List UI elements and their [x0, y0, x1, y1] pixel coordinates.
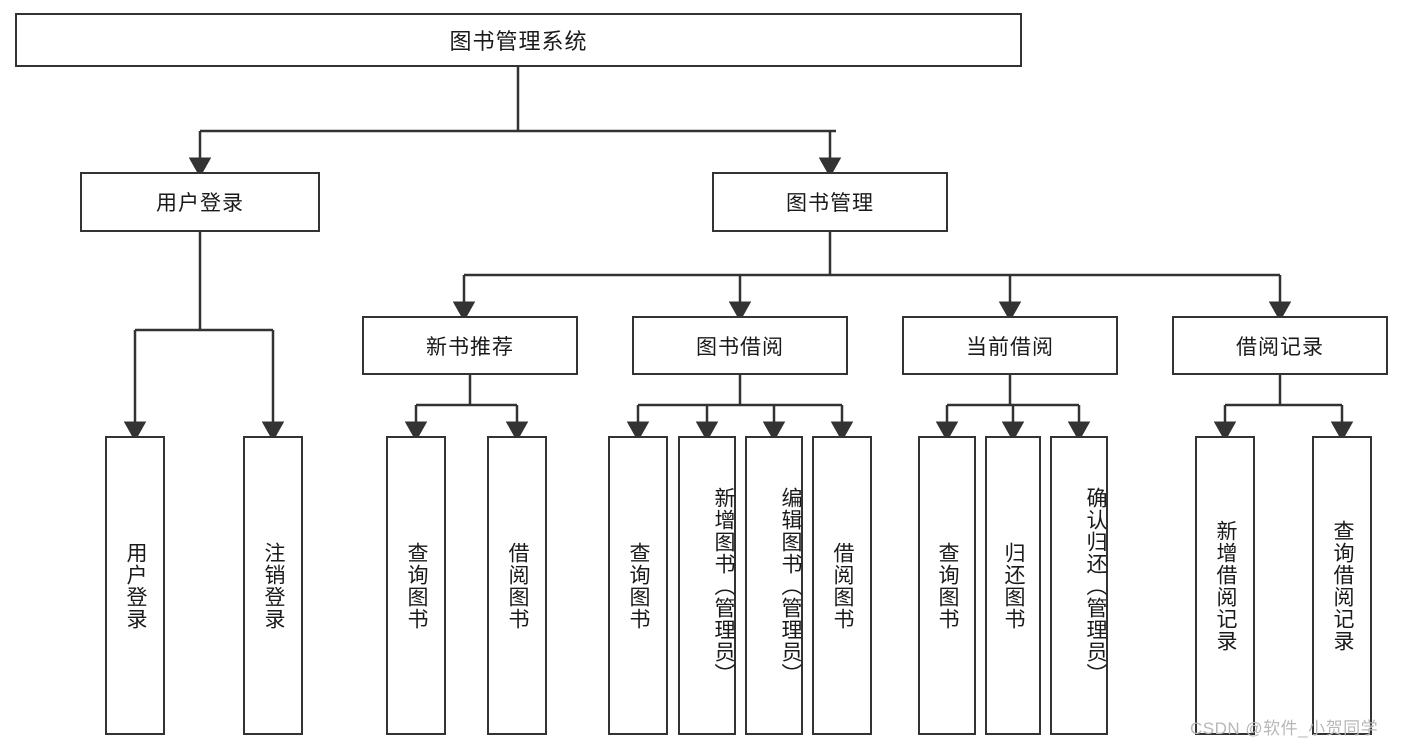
node-borrow-records[interactable]: 借阅记录 — [1172, 316, 1388, 375]
leaf-label: 注销登录 — [262, 541, 286, 630]
leaf-label: 新增图书（管理员） — [712, 486, 735, 685]
leaf-borrow-books-recommend[interactable]: 借阅图书 — [487, 436, 547, 735]
leaf-query-books-borrow[interactable]: 查询图书 — [608, 436, 668, 735]
leaf-add-book-admin[interactable]: 新增图书（管理员） — [678, 436, 736, 735]
leaf-logout-login[interactable]: 注销登录 — [243, 436, 303, 735]
csdn-watermark: CSDN @软件_小贺同学 — [1190, 719, 1379, 738]
leaf-label: 查询图书 — [627, 541, 651, 630]
leaf-user-login[interactable]: 用户登录 — [105, 436, 165, 735]
leaf-label: 确认归还（管理员） — [1084, 486, 1107, 685]
node-root-label: 图书管理系统 — [449, 29, 588, 54]
node-current-borrow-label: 当前借阅 — [966, 335, 1054, 359]
leaf-edit-book-admin[interactable]: 编辑图书（管理员） — [745, 436, 803, 735]
node-book-management[interactable]: 图书管理 — [712, 172, 948, 232]
node-book-management-label: 图书管理 — [786, 192, 874, 215]
node-new-book-recommend-label: 新书推荐 — [426, 335, 514, 359]
leaf-label: 用户登录 — [124, 541, 148, 630]
node-borrow-records-label: 借阅记录 — [1236, 335, 1324, 359]
leaf-label: 新增借阅记录 — [1214, 519, 1238, 652]
leaf-label: 借阅图书 — [506, 541, 530, 630]
node-user-login[interactable]: 用户登录 — [80, 172, 320, 232]
leaf-query-borrow-record[interactable]: 查询借阅记录 — [1312, 436, 1372, 735]
node-root[interactable]: 图书管理系统 — [15, 13, 1022, 67]
leaf-return-books[interactable]: 归还图书 — [985, 436, 1041, 735]
leaf-query-books-current[interactable]: 查询图书 — [918, 436, 976, 735]
leaf-label: 借阅图书 — [831, 541, 855, 630]
leaf-label: 查询图书 — [405, 541, 429, 630]
node-new-book-recommend[interactable]: 新书推荐 — [362, 316, 578, 375]
leaf-label: 归还图书 — [1002, 541, 1026, 630]
leaf-add-borrow-record[interactable]: 新增借阅记录 — [1195, 436, 1255, 735]
leaf-borrow-books[interactable]: 借阅图书 — [812, 436, 872, 735]
leaf-confirm-return-admin[interactable]: 确认归还（管理员） — [1050, 436, 1108, 735]
node-book-borrow[interactable]: 图书借阅 — [632, 316, 848, 375]
leaf-query-books-recommend[interactable]: 查询图书 — [386, 436, 446, 735]
leaf-label: 查询图书 — [936, 541, 960, 630]
node-user-login-label: 用户登录 — [156, 192, 244, 215]
leaf-label: 查询借阅记录 — [1331, 519, 1355, 652]
node-book-borrow-label: 图书借阅 — [696, 335, 784, 359]
leaf-label: 编辑图书（管理员） — [779, 486, 802, 685]
node-current-borrow[interactable]: 当前借阅 — [902, 316, 1118, 375]
